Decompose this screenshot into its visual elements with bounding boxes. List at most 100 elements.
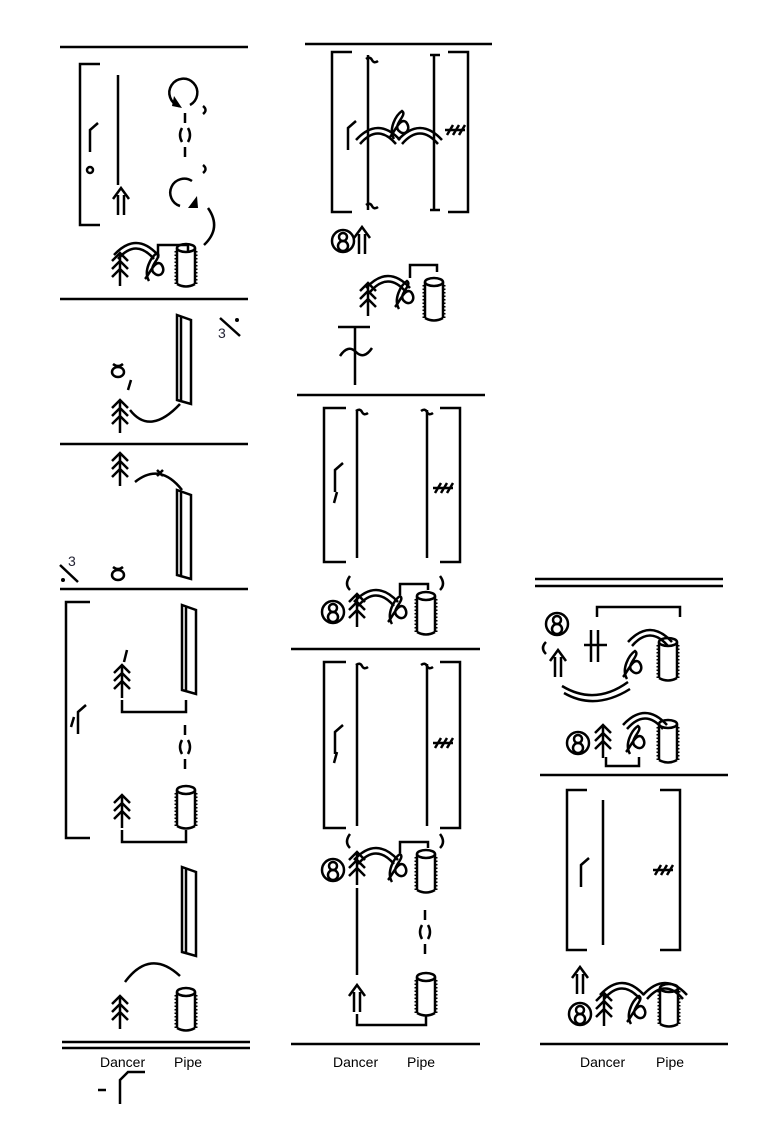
double-arrow-up-icon — [111, 186, 131, 217]
tall-pipe-symbol — [180, 865, 198, 958]
hatch-symbol — [431, 481, 455, 495]
circle-eight-symbol — [330, 228, 356, 254]
pipe-symbol — [422, 276, 446, 322]
chevron-symbol — [347, 592, 367, 629]
bracket-line — [120, 830, 188, 844]
hook-symbol — [346, 119, 358, 152]
hook-symbol — [579, 856, 591, 889]
comma — [122, 649, 129, 663]
label-dancer: Dancer — [580, 1054, 625, 1070]
chevron-symbol — [110, 994, 130, 1031]
measure-lines — [60, 45, 250, 1050]
tall-pipe-symbol — [180, 603, 198, 696]
tall-pipe-symbol — [175, 488, 193, 581]
turn-circle-icon — [168, 77, 199, 110]
hatch-symbol — [443, 123, 467, 137]
repeat-slash — [219, 317, 241, 337]
hook-symbol — [88, 121, 100, 154]
staff — [565, 788, 682, 952]
knot-symbol — [624, 724, 646, 756]
chevron-symbol — [110, 251, 130, 288]
repeat-number: 3 — [68, 553, 76, 569]
staff-bracket — [78, 62, 120, 227]
wavy-mark — [419, 662, 435, 670]
knot-symbol — [388, 109, 410, 141]
tall-pipe-symbol — [175, 313, 193, 406]
paren-symbol — [178, 723, 192, 771]
wavy-mark — [419, 408, 435, 416]
circle-eight-symbol — [544, 611, 570, 637]
bracket-line — [120, 700, 188, 714]
bow — [123, 962, 181, 983]
staff — [322, 660, 462, 830]
pipe-symbol — [174, 242, 198, 288]
hold-circle — [85, 165, 95, 175]
bracket-line — [595, 605, 682, 617]
paren-symbol — [178, 111, 192, 159]
pipe-symbol — [414, 848, 438, 894]
chevron-symbol — [112, 663, 132, 700]
hatch-symbol — [651, 863, 675, 877]
measure-lines — [535, 577, 728, 1046]
bracket-line — [398, 840, 430, 853]
staff — [322, 406, 462, 564]
double-arrow-up-icon — [347, 983, 367, 1014]
circle-eight-symbol — [565, 730, 591, 756]
bracket-line — [408, 263, 439, 278]
chevron-symbol — [358, 281, 378, 318]
bracket-line — [156, 243, 190, 258]
small-bows — [202, 105, 207, 174]
double-arrow-up-icon — [352, 225, 372, 256]
column-3: Dancer Pipe — [535, 577, 728, 1070]
repeat-slash — [59, 564, 79, 583]
wave-mark — [338, 347, 374, 357]
knot-symbol — [386, 852, 408, 884]
double-arrow-up-icon — [570, 965, 590, 996]
bracket-line — [398, 582, 430, 595]
knot-symbol — [621, 649, 643, 681]
circle-eight-symbol — [320, 599, 346, 625]
comma — [332, 491, 339, 504]
double-arc — [396, 126, 444, 146]
knot-symbol — [386, 594, 408, 626]
staff-bracket — [64, 600, 90, 840]
pipe-symbol — [174, 784, 198, 830]
double-bar-symbol — [584, 630, 607, 662]
pipe-symbol — [414, 971, 438, 1017]
turn-circle-icon — [169, 177, 200, 210]
hook-symbol — [76, 703, 88, 736]
comma — [69, 716, 76, 728]
chevron-symbol — [110, 398, 130, 435]
label-pipe: Pipe — [407, 1054, 435, 1070]
knot-symbol — [143, 251, 165, 283]
bow — [203, 207, 216, 246]
measure-lines — [291, 42, 492, 1046]
column-1: 3 3 Dancer Pipe — [59, 45, 250, 1104]
hold-sign — [110, 362, 133, 391]
repeat-number: 3 — [218, 325, 226, 341]
circle-eight-symbol — [320, 857, 346, 883]
comma — [332, 751, 339, 764]
bow — [129, 403, 181, 423]
bracket-line — [355, 1014, 428, 1027]
long-double-arc — [561, 680, 631, 703]
pipe-symbol — [174, 986, 198, 1032]
double-arrow-up-icon — [548, 648, 568, 679]
chevron-symbol — [112, 793, 132, 830]
hook-symbol — [333, 723, 345, 756]
knot-symbol — [625, 994, 647, 1026]
pipe-symbol — [657, 982, 681, 1028]
bracket-line — [604, 757, 641, 768]
pipe-symbol — [656, 718, 680, 764]
chevron-symbol — [593, 723, 613, 760]
hold-bar — [338, 325, 370, 385]
paren-marks — [345, 575, 445, 591]
hook-symbol — [333, 461, 345, 494]
column-2: Dancer Pipe — [291, 42, 492, 1070]
paren-mark — [541, 641, 547, 655]
bow-with-x — [134, 469, 183, 491]
pipe-symbol — [414, 590, 438, 636]
hook-footnote — [98, 1070, 145, 1104]
label-pipe: Pipe — [174, 1054, 202, 1070]
